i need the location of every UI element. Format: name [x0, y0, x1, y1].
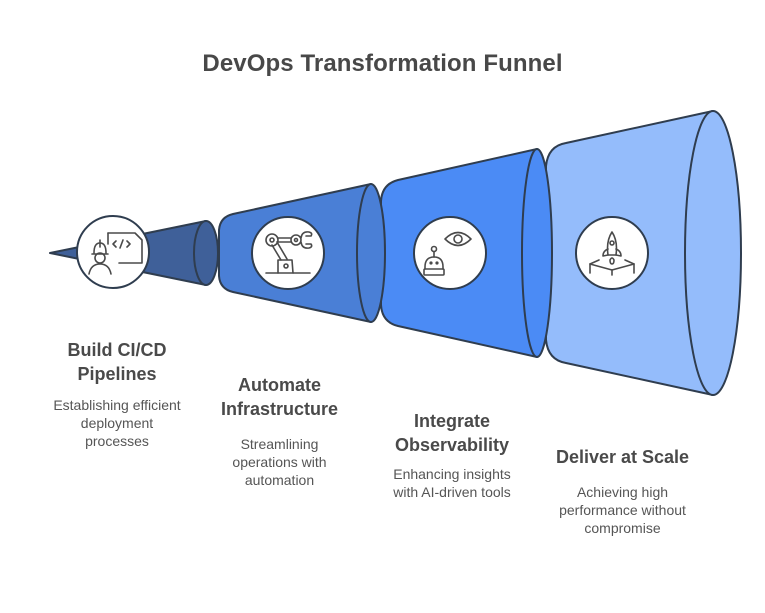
stage-2-description: Streamlining operations with automation [232, 436, 327, 488]
robot-eye-icon [423, 231, 472, 276]
stage-4-text: Deliver at Scale Achieving high performa… [540, 445, 705, 537]
stage-2-title: Automate Infrastructure [220, 375, 339, 419]
stage-4-title: Deliver at Scale [555, 447, 690, 467]
stage-3-text: Integrate Observability Enhancing insigh… [377, 409, 527, 501]
segment-3-end-cap [521, 148, 553, 358]
engineer-code-icon [88, 232, 143, 275]
stage-4-icon-badge [575, 216, 649, 290]
stage-1-description: Establishing efficient deployment proces… [53, 397, 181, 449]
stage-4-description: Achieving high performance without compr… [559, 484, 686, 536]
stage-2-text: Automate Infrastructure Streamlining ope… [212, 373, 347, 489]
stage-3-title: Integrate Observability [394, 411, 510, 455]
stage-1-text: Build CI/CD Pipelines Establishing effic… [37, 338, 197, 450]
segment-4-end-cap [684, 110, 742, 396]
robotic-arm-icon [265, 231, 313, 274]
diagram-title: DevOps Transformation Funnel [202, 50, 563, 77]
segment-2-end-cap [356, 183, 386, 323]
stage-1-icon-badge [76, 215, 150, 289]
stage-1-title: Build CI/CD Pipelines [67, 340, 167, 384]
stage-2-icon-badge [251, 216, 325, 290]
stage-3-icon-badge [413, 216, 487, 290]
rocket-launch-icon [589, 231, 635, 276]
segment-1-end-cap [193, 220, 219, 286]
stage-3-description: Enhancing insights with AI-driven tools [393, 466, 511, 500]
